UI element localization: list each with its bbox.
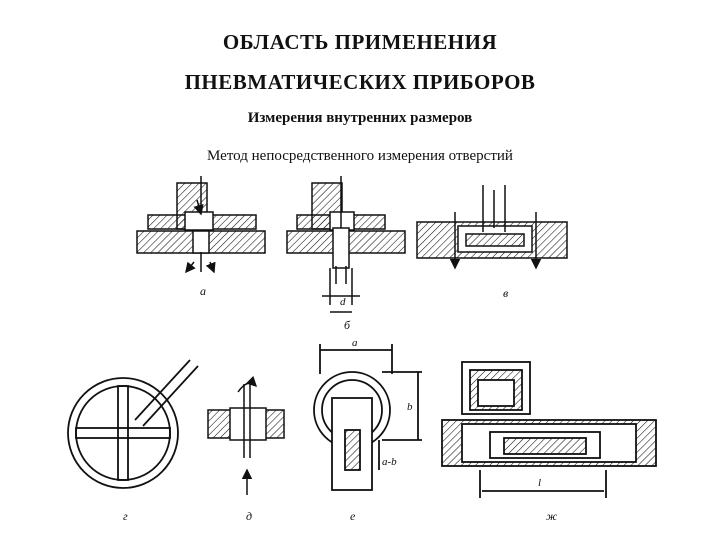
figure-e-drawing <box>313 344 422 491</box>
dimension-label-l: l <box>538 477 541 489</box>
figure-label-g: г <box>123 509 128 523</box>
title-line-2: ПНЕВМАТИЧЕСКИХ ПРИБОРОВ <box>184 70 536 94</box>
figure-d-drawing <box>207 375 285 495</box>
dimension-label-a-minus-b: a-b <box>382 456 397 468</box>
dimension-label-d: d <box>340 296 346 308</box>
figure-label-v: в <box>503 286 508 300</box>
figure-a-drawing <box>136 176 266 274</box>
figure-label-d: д <box>246 509 252 523</box>
figure-zh-drawing <box>441 361 657 498</box>
figure-g-drawing <box>67 359 199 489</box>
figure-v-drawing <box>416 185 568 270</box>
dimension-label-a: a <box>352 337 358 349</box>
figure-label-a: а <box>200 284 206 298</box>
figure-label-b: б <box>344 318 351 332</box>
figure-b-drawing <box>286 176 406 313</box>
title-line-1: ОБЛАСТЬ ПРИМЕНЕНИЯ <box>222 30 498 54</box>
subtitle: Измерения внутренних размеров <box>247 110 473 126</box>
dimension-label-b: b <box>407 401 413 413</box>
figure-label-e: е <box>350 509 356 523</box>
method-caption: Метод непосредственного измерения отверс… <box>207 148 513 164</box>
figure-label-zh: ж <box>546 509 557 523</box>
